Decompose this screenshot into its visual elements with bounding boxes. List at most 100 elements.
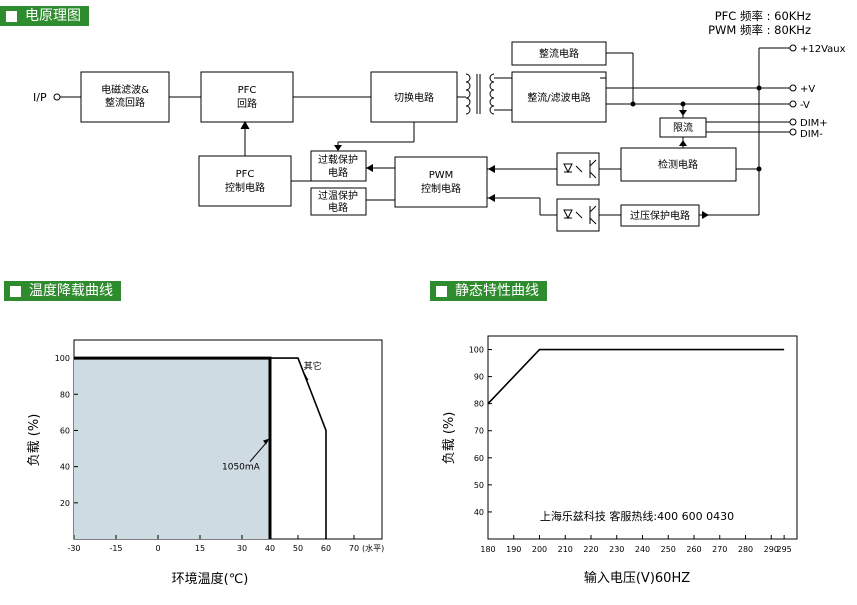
header-label: 电原理图	[25, 8, 81, 24]
x-tick-label: 60	[321, 544, 331, 553]
rect-filter-block	[511, 71, 607, 123]
x-tick-label: 200	[532, 545, 547, 554]
pfc-control-label-1: PFC	[236, 169, 255, 180]
pwm-label-1: PWM	[429, 170, 454, 181]
plot-frame	[487, 335, 798, 540]
output-terminal	[789, 128, 797, 136]
vminus-label: -V	[800, 100, 810, 111]
static-header: 静态特性曲线	[430, 281, 547, 301]
pfc-frequency: PFC 频率 : 60KHz	[714, 9, 811, 23]
optocoupler-icon	[556, 152, 600, 186]
pwm-label-2: 控制电路	[421, 182, 461, 195]
x-tick-label: 30	[237, 544, 247, 553]
static-chart: 40 50 60 70 80 90 100 180 190 200 210 220 230 240 250 2…	[442, 335, 798, 586]
square-bullet-icon	[436, 285, 447, 297]
x-axis-title: 环境温度(℃)	[172, 571, 249, 587]
x-tick-label: 250	[661, 545, 676, 554]
hotline-annotation: 上海乐兹科技 客服热线:400 600 0430	[540, 509, 734, 523]
emi-label-1: 电磁滤波&	[101, 83, 149, 96]
rect-filter-label: 整流/滤波电路	[527, 91, 590, 104]
x-tick-label: 15	[195, 544, 205, 553]
x-tick-label: 0	[155, 544, 160, 553]
derating-header: 温度降载曲线	[4, 281, 121, 301]
series-line-load	[487, 348, 785, 405]
optocoupler-icon	[556, 198, 600, 232]
x-tick-label: 230	[609, 545, 624, 554]
x-tick-label: -15	[109, 544, 122, 553]
overload-label-2: 电路	[328, 166, 348, 179]
x-unit-note: (水平)	[362, 543, 384, 553]
input-terminal	[53, 93, 61, 101]
output-terminal	[789, 84, 797, 92]
x-tick-label: 260	[686, 545, 701, 554]
transformer-icon	[465, 73, 495, 115]
series-pointer	[249, 440, 269, 462]
y-tick-label: 100	[469, 346, 484, 355]
y-tick-label: 40	[474, 508, 484, 517]
x-tick-label: 240	[635, 545, 650, 554]
current-limit-label: 限流	[673, 121, 693, 134]
x-tick-label: 290	[764, 545, 779, 554]
frequency-notes: PFC 频率 : 60KHz PWM 频率 : 80KHz	[708, 9, 811, 37]
switching-label: 切换电路	[394, 91, 434, 104]
x-tick-label: 270	[712, 545, 727, 554]
x-tick-label: 40	[265, 544, 275, 553]
detection-block	[620, 147, 737, 182]
dim-plus-label: DIM+	[800, 118, 828, 129]
y-tick-label: 50	[474, 481, 484, 490]
y-tick-label: 20	[60, 499, 70, 508]
y-tick-label: 60	[60, 426, 70, 435]
series-line-1050ma	[74, 356, 272, 539]
y-tick-label: 60	[474, 454, 484, 463]
x-tick-label: 70	[349, 544, 359, 553]
y-tick-label: 70	[474, 427, 484, 436]
dim-minus-label: DIM-	[800, 129, 823, 140]
ovp-label: 过压保护电路	[630, 209, 690, 222]
series-label-other: 其它	[304, 360, 322, 372]
x-tick-label: 50	[293, 544, 303, 553]
other-pointer	[303, 372, 309, 381]
series-label-1050ma: 1050mA	[222, 463, 261, 473]
detection-label: 检测电路	[658, 158, 698, 171]
output-terminal	[789, 44, 797, 52]
overtemp-block	[310, 187, 367, 216]
y-axis-title: 负载 (%)	[442, 412, 457, 465]
y-tick-label: 90	[474, 373, 484, 382]
pfc-label-1: PFC	[238, 85, 257, 96]
pwm-frequency: PWM 频率 : 80KHz	[708, 23, 811, 37]
output-terminal	[789, 118, 797, 126]
header-label: 温度降载曲线	[29, 283, 113, 299]
block-diagram-header: 电原理图	[0, 6, 89, 26]
y-tick-label: 80	[474, 400, 484, 409]
x-tick-label: 180	[480, 545, 495, 554]
series-area-1050ma	[74, 358, 270, 539]
x-tick-label: 280	[738, 545, 753, 554]
emi-filter-block	[80, 71, 170, 123]
pointer-arrow	[263, 438, 269, 445]
rectifier-top-label: 整流电路	[539, 47, 579, 60]
overload-label-1: 过载保护	[318, 153, 358, 166]
output-terminal	[789, 100, 797, 108]
input-label: I/P	[33, 91, 47, 104]
x-tick-label: 190	[506, 545, 521, 554]
vaux-label: +12Vaux	[800, 44, 846, 55]
pwm-control-block	[394, 156, 488, 208]
vplus-label: +V	[800, 84, 815, 95]
emi-label-2: 整流回路	[105, 96, 145, 109]
header-label: 静态特性曲线	[455, 283, 539, 299]
y-axis-title: 负载 (%)	[27, 414, 42, 467]
y-tick-label: 100	[55, 354, 70, 363]
pfc-label-2: 回路	[237, 97, 257, 110]
block-diagram: I/P 电磁滤波& 整流回路 PFC 回路 切换电路 整流电路 整流/滤波电路 …	[33, 41, 846, 232]
x-axis-title: 输入电压(V)60HZ	[584, 570, 690, 586]
x-tick-label: 295	[776, 545, 791, 554]
x-tick-label: 220	[583, 545, 598, 554]
pfc-circuit-block	[200, 71, 294, 123]
y-tick-label: 80	[60, 390, 70, 399]
square-bullet-icon	[6, 10, 17, 22]
pfc-control-block	[198, 155, 292, 207]
y-tick-label: 40	[60, 463, 70, 472]
pfc-control-label-2: 控制电路	[225, 181, 265, 194]
x-tick-label: 210	[558, 545, 573, 554]
